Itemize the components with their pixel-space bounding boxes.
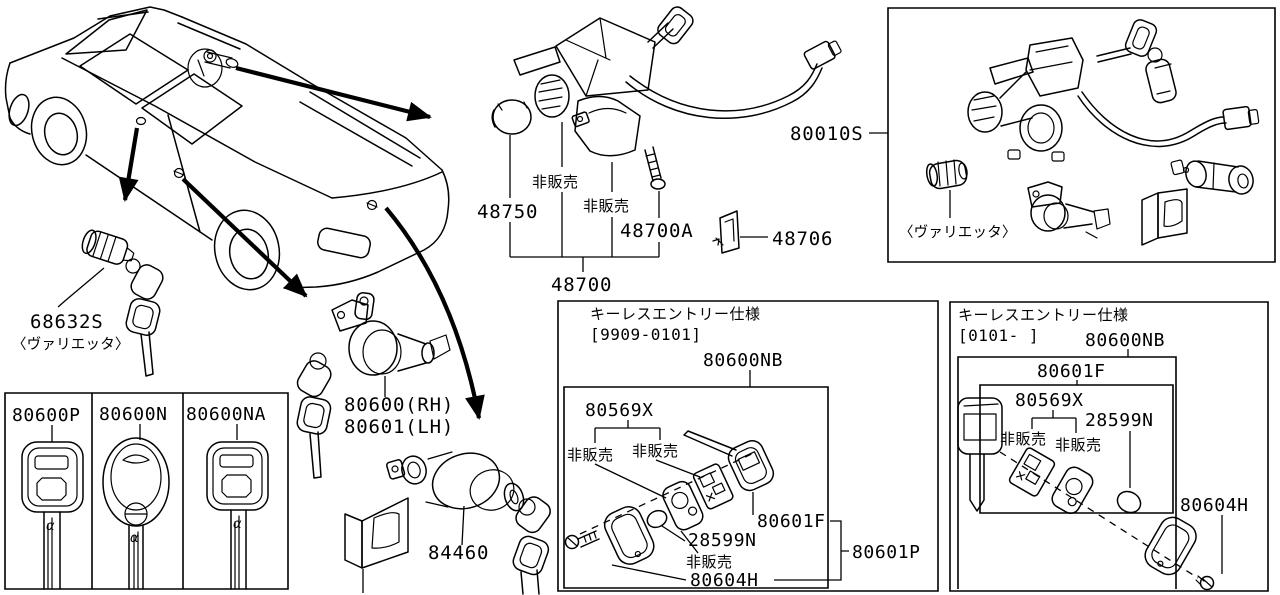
key-blank-table: 80600P 80600N 80600NA α α [5,393,288,589]
keyless-9909-case-number: 80601P [852,542,921,563]
arrow-to-trunk-lock [386,208,485,420]
steering-clip-drawing: 48706 [713,211,833,253]
steering-not-sold-label: 非販売 [532,173,579,191]
keyless-9909-title: キーレスエントリー仕様 [590,305,761,323]
key-alpha-mark: α [233,517,242,532]
door-lock-mark [137,118,146,125]
key-blank-1-drawing: α [22,442,83,589]
roof-lock-part-number: 68632S [30,311,103,333]
keyless-0101-transmitter-number: 80569X [1015,390,1084,411]
key-set-variant-label: 〈ヴァリエッタ〉 [899,224,1017,241]
keyless-0101-back-cover-number: 80604H [1180,495,1249,516]
steering-cap-number: 48750 [477,201,538,223]
pointer-arrows [118,68,485,420]
arrow-to-roof-lock [118,128,137,202]
key-set-section: 80010S 〈ヴァリエッタ〉 [790,8,1275,262]
car-illustration [5,7,448,296]
keyless-9909-period: [9909-0101] [590,325,701,344]
key-blank-3-number: 80600NA [186,404,266,425]
keyless-0101-inner-box [980,385,1173,513]
keyless-0101-kit-number: 80600NB [1085,330,1165,351]
keyless-9909-inner-box [564,387,828,588]
keyless-9909-front-cover-number: 80601F [757,511,826,532]
key-blank-1-number: 80600P [12,405,81,426]
key-set-number: 80010S [790,123,863,145]
keyless-9909-box [558,301,938,591]
door-lock-lh-number: 80601(LH) [344,416,454,438]
steering-not-sold-label: 非販売 [583,197,630,215]
keyless-0101-period: [0101- ] [958,326,1039,345]
keyless-0101-not-sold-b: 非販売 [1055,436,1102,454]
keyless-0101-fob-drawing [958,398,1214,590]
keyless-0101-box [950,302,1268,591]
keyless-0101-battery-number: 28599N [1085,410,1154,431]
keyless-9909-transmitter-number: 80569X [585,400,654,421]
arrow-to-door-lock [183,179,308,296]
steering-clip-number: 48706 [772,228,833,250]
keyless-9909-kit-number: 80600NB [703,350,783,371]
keyless-0101-title: キーレスエントリー仕様 [958,306,1129,324]
arrow-to-steering-lock [236,68,432,122]
keyless-9909-not-sold-a: 非販売 [567,446,614,464]
key-blank-2-number: 80600N [99,404,168,425]
key-blank-3-drawing: α [207,442,268,589]
lock-clip-drawing [345,498,408,593]
keyless-0101-not-sold-a: 非販売 [1000,430,1047,448]
keyless-9909-fob-drawing [566,431,777,568]
key-set-varietta-cylinder: 〈ヴァリエッタ〉 [899,159,1017,241]
keyless-9909-not-sold-b: 非販売 [632,442,679,460]
roof-lock-part-68632s: 68632S 〈ヴァリエッタ〉 [12,228,166,376]
keyless-0101-front-cover-number: 80601F [1037,361,1106,382]
keyless-9909-not-sold-c: 非販売 [686,553,733,571]
keyless-9909-section: キーレスエントリー仕様 [9909-0101] 80600NB 80569X 非… [558,301,938,591]
key-alpha-mark: α [130,531,139,546]
steering-bolt-number: 48700A [620,220,693,242]
keyless-9909-back-cover-number: 80604H [690,570,759,591]
trunk-lock-number: 84460 [428,542,489,564]
door-lock-part: 80600(RH) 80601(LH) [294,292,454,593]
door-keyhole-mark [174,169,184,178]
steering-assy-number: 48700 [551,274,612,296]
roof-lock-variant-label: 〈ヴァリエッタ〉 [12,336,130,353]
trunk-keyhole-mark [367,201,377,210]
key-blank-2-drawing: α [103,438,169,589]
door-lock-rh-number: 80600(RH) [344,394,454,416]
steering-lock-part: 非販売 非販売 48750 48700A 48700 48706 [477,4,842,296]
trunk-lock-part: 84460 [386,445,554,594]
key-set-box [888,8,1275,262]
keyless-9909-battery-number: 28599N [688,530,757,551]
key-alpha-mark: α [46,519,55,534]
keyless-0101-section: キーレスエントリー仕様 [0101- ] 80600NB 80601F 8056… [950,302,1268,591]
roof-lock-mark [188,49,239,87]
